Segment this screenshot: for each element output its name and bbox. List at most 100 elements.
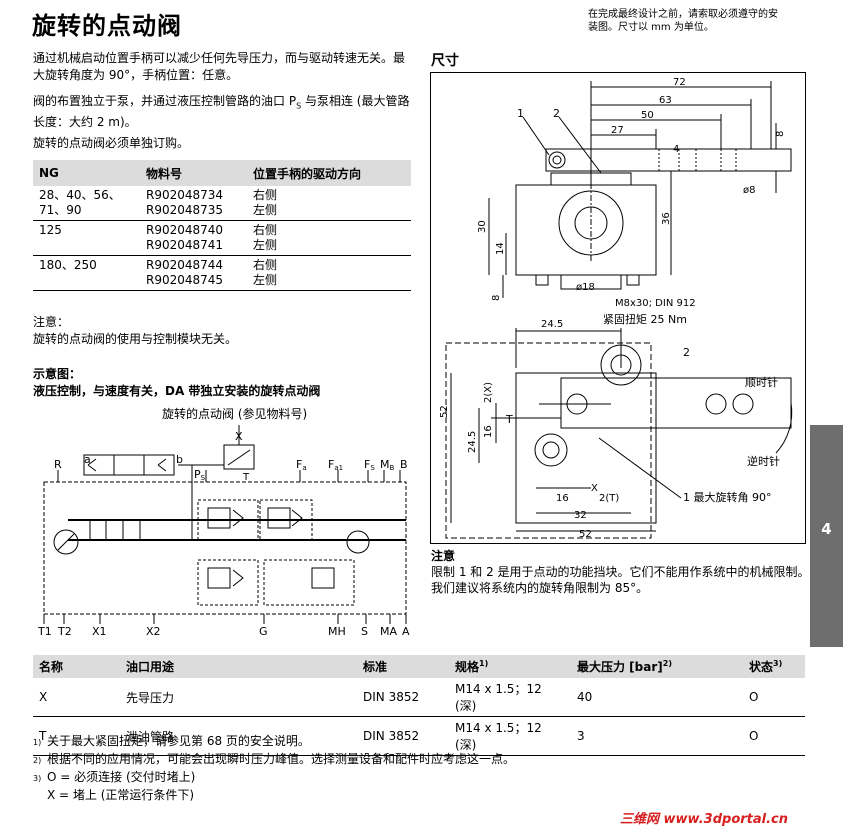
dim-2x: 2(X)	[483, 382, 494, 403]
intro-paragraph-3: 旋转的点动阀必须单独订购。	[33, 136, 190, 150]
footnote-text: O = 必须连接 (交付时堵上)	[47, 770, 196, 784]
port-header-state: 状态3)	[743, 655, 805, 678]
dir-line: 右侧	[253, 223, 278, 237]
chapter-tab	[810, 425, 843, 647]
dim-50: 50	[641, 110, 654, 121]
footnote: 1)关于最大紧固扭矩，请参见第 68 页的安全说明。	[33, 733, 733, 751]
port-label-s: S	[361, 625, 368, 638]
port-fs-main: F	[364, 458, 370, 471]
cell: DIN 3852	[357, 716, 449, 756]
callout-1: 1	[517, 107, 524, 120]
port-ps-sub: S	[201, 474, 206, 482]
footnotes: 1)关于最大紧固扭矩，请参见第 68 页的安全说明。 2)根据不同的应用情况，可…	[33, 733, 733, 804]
callout-2-bottom: 2	[683, 346, 690, 359]
port-fa-sub: a	[302, 464, 306, 472]
ng-line: 125	[39, 223, 62, 237]
order-header-ng: NG	[33, 160, 140, 186]
dim-32: 32	[574, 510, 587, 521]
port-label-fa: Fa	[296, 458, 307, 472]
dim-8b: 8	[491, 295, 502, 301]
valve-body-front	[515, 372, 657, 524]
port-label-ma: MA	[380, 625, 397, 638]
dir-line: 左侧	[253, 273, 278, 287]
intro-p2-sub: S	[296, 101, 302, 111]
dim-4: 4	[673, 144, 679, 155]
dim-27: 27	[611, 125, 624, 136]
cell: 3	[571, 716, 743, 756]
port-ps-main: P	[194, 468, 201, 481]
cell: 40	[571, 678, 743, 717]
valve-label: 旋转的点动阀 (参见物料号)	[162, 407, 308, 421]
dim-52: 52	[439, 405, 450, 418]
ng-line: 71、90	[39, 203, 82, 217]
ng-line: 180、250	[39, 258, 97, 272]
port-fs-sub: S	[370, 464, 375, 472]
lever-arm	[545, 148, 792, 172]
cell-dir: 右侧左侧	[247, 186, 411, 221]
chapter-number: 4	[821, 520, 832, 538]
note-left-text: 旋转的点动阀的使用与控制模块无关。	[33, 332, 238, 346]
footnote: 3)O = 必须连接 (交付时堵上)	[33, 769, 733, 787]
port-label-ps: PS	[194, 468, 206, 482]
cell: M14 x 1.5；12 (深)	[449, 678, 571, 717]
dim-72: 72	[673, 77, 686, 88]
port-fa-main: F	[296, 458, 302, 471]
page-title: 旋转的点动阀	[32, 12, 182, 40]
dimensions-title: 尺寸	[431, 53, 459, 69]
dim-16b: 16	[556, 493, 569, 504]
port-header-name: 名称	[33, 655, 120, 678]
port-fa1-sub: a1	[334, 464, 343, 472]
port-label-g: G	[259, 625, 268, 638]
dir-line: 右侧	[253, 258, 278, 272]
table-row: X 先导压力 DIN 3852 M14 x 1.5；12 (深) 40 O	[33, 678, 805, 717]
dim-phi8: ø8	[743, 185, 755, 196]
cell: X	[33, 678, 120, 717]
dir-line: 右侧	[253, 188, 278, 202]
label-t: T	[505, 413, 513, 426]
pressure-header-text: 最大压力 [bar]	[577, 660, 663, 674]
port-label-b: B	[400, 458, 408, 471]
cell: DIN 3852	[357, 678, 449, 717]
port-header-use: 油口用途	[120, 655, 357, 678]
design-note: 在完成最终设计之前，请索取必须遵守的安装图。尺寸以 mm 为单位。	[588, 9, 778, 33]
size-header-sup: 1)	[479, 659, 489, 668]
dim-63: 63	[659, 95, 672, 106]
port-label-a: A	[402, 625, 410, 638]
cell-ng: 180、250	[33, 255, 140, 291]
intro-paragraph-2: 阀的布置独立于泵，并通过液压控制管路的油口 PS 与泵相连 (最大管路长度：大约…	[33, 93, 413, 131]
part-line: R902048735	[146, 203, 224, 217]
note-right-text-2: 我们建议将系统内的旋转角限制为 85°。	[431, 581, 649, 595]
port-label-t1: T1	[37, 625, 52, 638]
dir-line: 左侧	[253, 203, 278, 217]
schematic-letter-x: X	[235, 430, 243, 443]
note-right: 注意 限制 1 和 2 是用于点动的功能挡块。它们不能用作系统中的机械限制。 我…	[431, 548, 811, 596]
footnote-text: 关于最大紧固扭矩，请参见第 68 页的安全说明。	[47, 734, 310, 748]
cell-dir: 右侧左侧	[247, 255, 411, 291]
table-row: T 泄油管路 DIN 3852 M14 x 1.5；12 (深) 3 O	[33, 716, 805, 756]
watermark: 三维网 www.3dportal.cn	[620, 812, 789, 827]
state-header-text: 状态	[749, 660, 774, 674]
port-fa1-main: F	[328, 458, 334, 471]
order-table: NG 物料号 位置手柄的驱动方向 28、40、56、71、90 R9020487…	[33, 160, 411, 291]
note-left-label: 注意：	[33, 315, 70, 329]
hydraulic-schematic: R PS Fa Fa1 FS MB B a b X T T1 T2 X1 X2 …	[37, 425, 410, 638]
footnote-text: 根据不同的应用情况，可能会出现瞬时压力峰值。选择测量设备和配件时应考虑这一点。	[47, 752, 516, 766]
port-label-fa1: Fa1	[328, 458, 343, 472]
dim-14: 14	[495, 242, 506, 255]
schematic-letter-a: a	[84, 453, 91, 466]
cell: O	[743, 716, 805, 756]
port-header-size: 规格1)	[449, 655, 571, 678]
clockwise-label: 顺时针	[745, 375, 778, 389]
cell: O	[743, 678, 805, 717]
dim-24-5: 24.5	[541, 319, 563, 330]
footnote: 2)根据不同的应用情况，可能会出现瞬时压力峰值。选择测量设备和配件时应考虑这一点…	[33, 751, 733, 769]
cell-ng: 125	[33, 220, 140, 256]
intro-p2-a: 阀的布置独立于泵，并通过液压控制管路的油口 P	[33, 94, 297, 108]
dim-36: 36	[661, 212, 672, 225]
port-label-r: R	[54, 458, 62, 471]
counterclockwise-label: 逆时针	[747, 454, 780, 468]
pump-symbol	[53, 529, 79, 555]
